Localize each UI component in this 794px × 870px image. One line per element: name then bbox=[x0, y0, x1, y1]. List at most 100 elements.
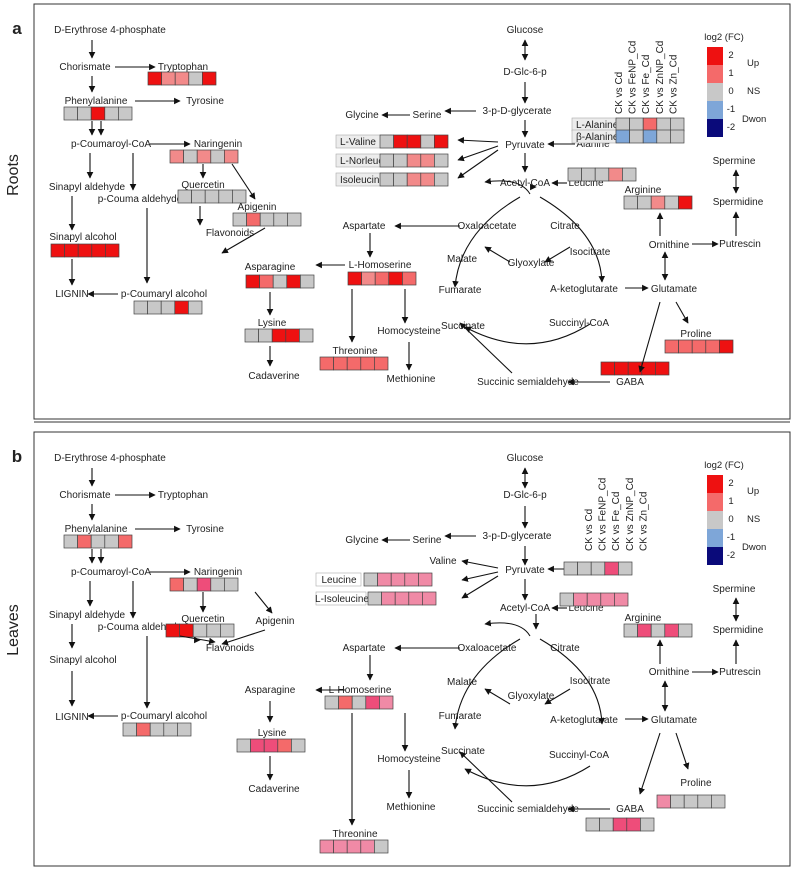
pathway-arrow bbox=[461, 575, 499, 599]
node-tryptophan: Tryptophan bbox=[158, 490, 208, 501]
node-glucose: Glucose bbox=[507, 453, 544, 464]
heatmap-phenylalanine bbox=[63, 106, 133, 121]
heat-cell bbox=[174, 71, 190, 86]
node-p-coumaroyl-coa: p-Coumaroyl-CoA bbox=[71, 567, 151, 578]
node-spermine: Spermine bbox=[713, 156, 756, 167]
heat-cell bbox=[346, 839, 362, 854]
node-threonine: Threonine bbox=[332, 829, 377, 840]
heat-cell bbox=[258, 328, 273, 343]
heat-cell bbox=[618, 561, 633, 576]
heat-cell bbox=[418, 572, 433, 587]
heat-cell bbox=[626, 817, 641, 832]
heat-cell bbox=[90, 534, 106, 549]
heat-cell bbox=[183, 149, 198, 164]
heatmap-naringenin bbox=[169, 577, 239, 592]
legend-swatch bbox=[707, 101, 723, 119]
column-header: CK vs Zn_Cd bbox=[638, 492, 649, 551]
heat-cell bbox=[250, 738, 265, 753]
heat-cell bbox=[77, 243, 93, 258]
legend-tick: 0 bbox=[728, 514, 733, 525]
heat-cell bbox=[361, 271, 376, 286]
heat-cell bbox=[406, 134, 422, 149]
node-sinapyl-aldehyde: Sinapyl aldehyde bbox=[49, 610, 126, 621]
heat-cell bbox=[664, 623, 679, 638]
heatmap-arginine bbox=[623, 195, 693, 210]
heat-cell bbox=[271, 328, 287, 343]
node-l-homoserine: L-Homoserine bbox=[329, 685, 392, 696]
heat-cell bbox=[363, 572, 378, 587]
heat-cell bbox=[272, 274, 288, 289]
heatmap-l-isoleucine bbox=[367, 591, 437, 606]
node-isoleucine: Isoleucine bbox=[340, 175, 385, 186]
node-spermine: Spermine bbox=[713, 584, 756, 595]
panel-letter: b bbox=[12, 447, 22, 466]
pathway-arrow bbox=[221, 227, 266, 254]
heat-cell bbox=[64, 243, 79, 258]
node-leucine: Leucine bbox=[568, 603, 603, 614]
node-quercetin: Quercetin bbox=[181, 614, 224, 625]
heat-cell bbox=[581, 167, 596, 182]
heatmap-l-homoserine bbox=[347, 271, 417, 286]
heat-cell bbox=[642, 117, 658, 132]
node-aspartate: Aspartate bbox=[343, 643, 386, 654]
heat-cell bbox=[333, 356, 348, 371]
legend-tick: -1 bbox=[727, 104, 735, 115]
panel-frame bbox=[33, 3, 791, 420]
heat-cell bbox=[678, 339, 693, 354]
node-threonine: Threonine bbox=[332, 346, 377, 357]
heat-cell bbox=[160, 300, 176, 315]
heat-cell bbox=[104, 534, 119, 549]
heat-cell bbox=[622, 167, 637, 182]
heat-cell bbox=[319, 839, 334, 854]
heatmap-gaba bbox=[600, 361, 670, 376]
heat-cell bbox=[273, 212, 288, 227]
heat-cell bbox=[147, 300, 162, 315]
heat-cell bbox=[420, 153, 435, 168]
heat-cell bbox=[599, 817, 614, 832]
node-isocitrate: Isocitrate bbox=[570, 247, 611, 258]
column-header: CK vs FeNP_Cd bbox=[598, 478, 609, 551]
node-ornithine: Ornithine bbox=[649, 667, 690, 678]
node-succinyl-coa: Succinyl-CoA bbox=[549, 750, 609, 761]
heat-cell bbox=[420, 134, 435, 149]
heat-cell bbox=[670, 129, 685, 144]
heat-cell bbox=[656, 117, 671, 132]
pathway-arrow bbox=[675, 732, 690, 770]
legend-swatch bbox=[707, 493, 723, 511]
node-l-alanine: L-Alanine bbox=[576, 120, 619, 131]
node-arginine: Arginine bbox=[625, 185, 662, 196]
heat-cell bbox=[299, 328, 314, 343]
heat-cell bbox=[177, 722, 192, 737]
heat-cell bbox=[577, 561, 592, 576]
pathway-arrow bbox=[484, 246, 511, 263]
heat-cell bbox=[406, 172, 422, 187]
heatmap-alanine bbox=[563, 561, 633, 576]
node-fumarate: Fumarate bbox=[439, 711, 482, 722]
heatmap-threonine bbox=[319, 839, 389, 854]
node-l-norleucine: L-Norleucine bbox=[340, 156, 397, 167]
heat-cell bbox=[656, 794, 671, 809]
heat-cell bbox=[374, 271, 390, 286]
node-glutamate: Glutamate bbox=[651, 284, 698, 295]
column-header: CK vs ZnNP_Cd bbox=[655, 41, 666, 114]
heatmap-threonine bbox=[319, 356, 389, 371]
node-cadaverine: Cadaverine bbox=[248, 371, 300, 382]
node-valine: Valine bbox=[429, 556, 456, 567]
node-gaba: GABA bbox=[616, 377, 644, 388]
pathway-arrow bbox=[464, 765, 591, 787]
heat-cell bbox=[434, 172, 449, 187]
heat-cell bbox=[347, 271, 362, 286]
heat-cell bbox=[390, 572, 406, 587]
heatmap-l-norleucine bbox=[379, 153, 449, 168]
node-leucine-branch: Leucine bbox=[321, 575, 356, 586]
column-header: CK vs ZnNP_Cd bbox=[625, 478, 636, 551]
heatmap-quercetin bbox=[177, 189, 247, 204]
pathway-arrow bbox=[457, 137, 499, 144]
heatmap-naringenin bbox=[169, 149, 239, 164]
heat-cell bbox=[408, 591, 423, 606]
heatmap-asparagine bbox=[245, 274, 315, 289]
node-serine: Serine bbox=[413, 110, 442, 121]
heat-cell bbox=[614, 592, 629, 607]
heat-cell bbox=[206, 623, 221, 638]
pathway-arrow bbox=[179, 635, 216, 645]
